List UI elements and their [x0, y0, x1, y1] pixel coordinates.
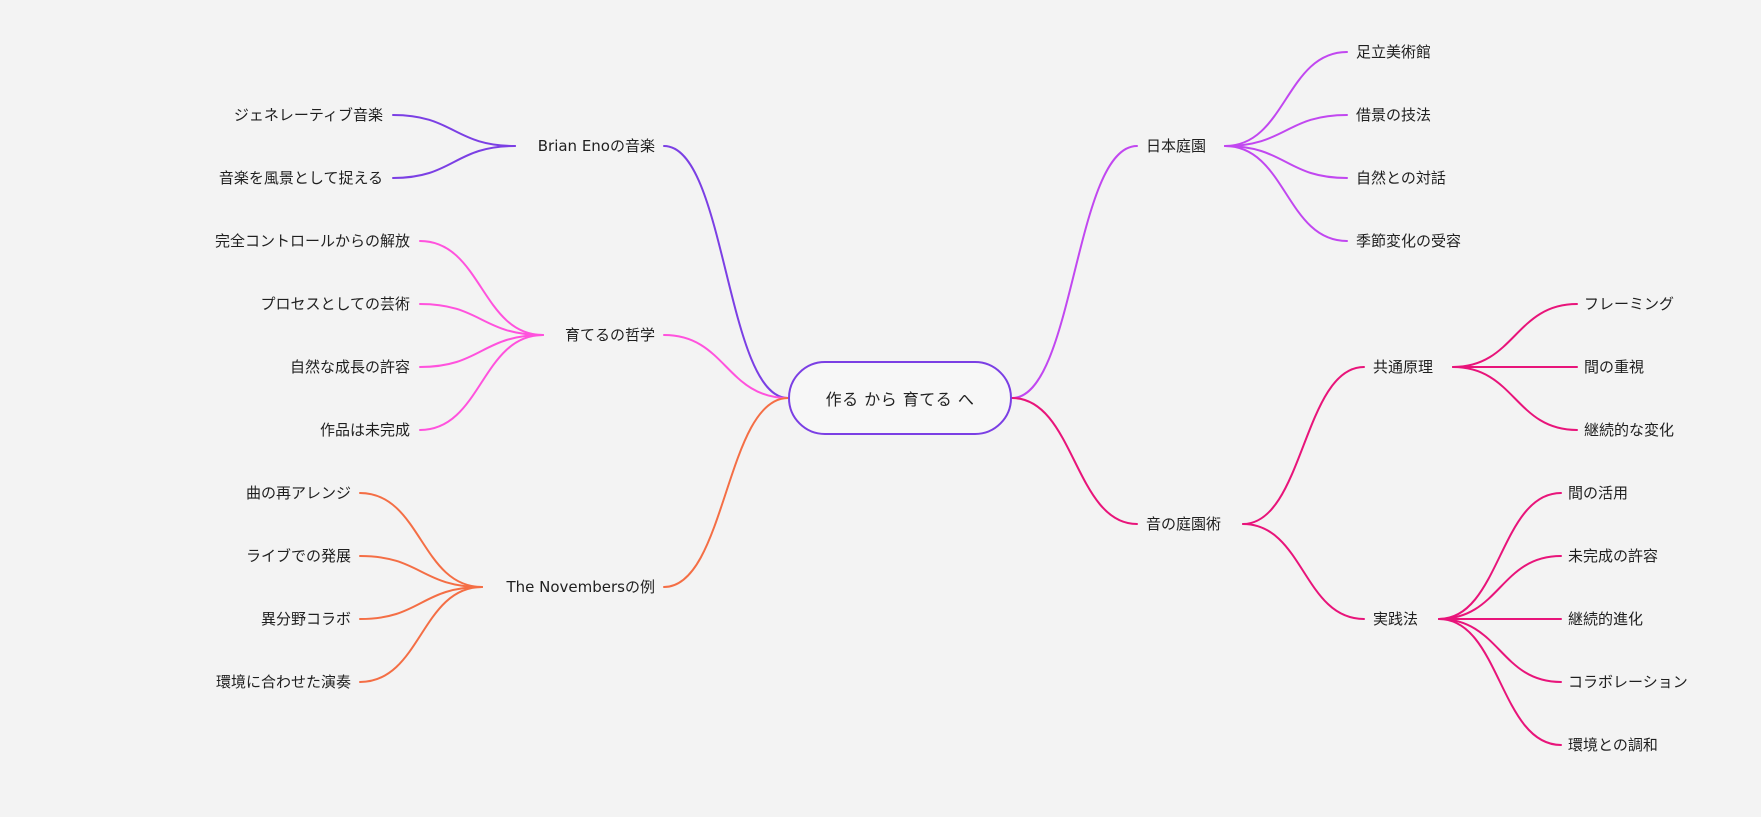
link-garden-leaf: [1224, 145, 1348, 179]
branch-the-novembers[interactable]: The Novembersの例: [506, 578, 655, 596]
link-garden-leaf: [1224, 114, 1348, 147]
leaf-continuous-evolution[interactable]: 継続的進化: [1568, 610, 1644, 628]
link-root-japanese-garden: [1011, 145, 1138, 399]
link-novembers-leaf: [359, 586, 483, 683]
link-novembers-leaf: [359, 492, 483, 588]
root-node[interactable]: 作る から 育てる へ: [788, 361, 1012, 435]
leaf-emphasis-on-ma[interactable]: 間の重視: [1584, 358, 1645, 376]
leaf-live-development[interactable]: ライブでの発展: [245, 547, 351, 565]
leaf-environment-performance[interactable]: 環境に合わせた演奏: [215, 673, 351, 691]
branch-brian-eno[interactable]: Brian Enoの音楽: [537, 137, 655, 155]
leaf-work-unfinished[interactable]: 作品は未完成: [319, 421, 410, 439]
branch-nurture-philosophy[interactable]: 育てるの哲学: [564, 326, 655, 344]
link-root-sound-gardening: [1011, 397, 1138, 525]
link-sound-practice: [1242, 523, 1365, 620]
leaf-rearrange-songs[interactable]: 曲の再アレンジ: [245, 484, 351, 502]
link-common-leaf: [1452, 303, 1578, 368]
link-novembers-leaf: [359, 555, 483, 588]
link-root-philosophy: [663, 334, 789, 399]
root-label: 作る から 育てる へ: [825, 390, 975, 409]
link-practice-leaf: [1438, 618, 1562, 683]
leaf-adachi-museum[interactable]: 足立美術館: [1356, 43, 1432, 61]
leaf-use-of-ma[interactable]: 間の活用: [1568, 484, 1629, 502]
leaf-release-from-control[interactable]: 完全コントロールからの解放: [214, 232, 410, 250]
link-common-leaf: [1452, 366, 1578, 431]
sub-branch-practice[interactable]: 実践法: [1373, 610, 1419, 628]
link-sound-common: [1242, 366, 1365, 525]
link-practice-leaf: [1438, 492, 1562, 620]
leaf-shakkei[interactable]: 借景の技法: [1356, 106, 1432, 124]
sub-branch-common-principles[interactable]: 共通原理: [1373, 358, 1434, 376]
link-novembers-leaf: [359, 586, 483, 620]
leaf-accept-unfinished[interactable]: 未完成の許容: [1568, 547, 1659, 565]
link-philosophy-leaf: [419, 240, 544, 336]
leaf-natural-growth[interactable]: 自然な成長の許容: [289, 358, 410, 376]
leaf-framing[interactable]: フレーミング: [1584, 295, 1675, 313]
link-practice-leaf: [1438, 618, 1562, 746]
leaf-music-as-landscape[interactable]: 音楽を風景として捉える: [218, 169, 383, 187]
leaf-dialogue-with-nature[interactable]: 自然との対話: [1356, 169, 1446, 187]
link-garden-leaf: [1224, 145, 1348, 242]
link-eno-leaf: [392, 114, 516, 147]
link-root-brian-eno: [663, 145, 789, 399]
leaf-seasonal-change[interactable]: 季節変化の受容: [1356, 232, 1462, 250]
link-root-novembers: [663, 397, 789, 588]
link-practice-leaf: [1438, 555, 1562, 620]
leaf-collaboration[interactable]: コラボレーション: [1568, 673, 1688, 691]
link-philosophy-leaf: [419, 334, 544, 368]
branch-sound-gardening[interactable]: 音の庭園術: [1146, 515, 1222, 533]
link-eno-leaf: [392, 145, 516, 179]
link-garden-leaf: [1224, 51, 1348, 147]
leaf-cross-genre-collab[interactable]: 異分野コラボ: [260, 610, 351, 628]
link-philosophy-leaf: [419, 334, 544, 431]
leaf-generative-music[interactable]: ジェネレーティブ音楽: [233, 106, 383, 124]
leaf-continuous-change[interactable]: 継続的な変化: [1584, 421, 1675, 439]
leaf-harmony-with-environment[interactable]: 環境との調和: [1568, 736, 1658, 754]
link-philosophy-leaf: [419, 303, 544, 336]
branch-japanese-garden[interactable]: 日本庭園: [1146, 137, 1207, 155]
leaf-art-as-process[interactable]: プロセスとしての芸術: [260, 295, 410, 313]
